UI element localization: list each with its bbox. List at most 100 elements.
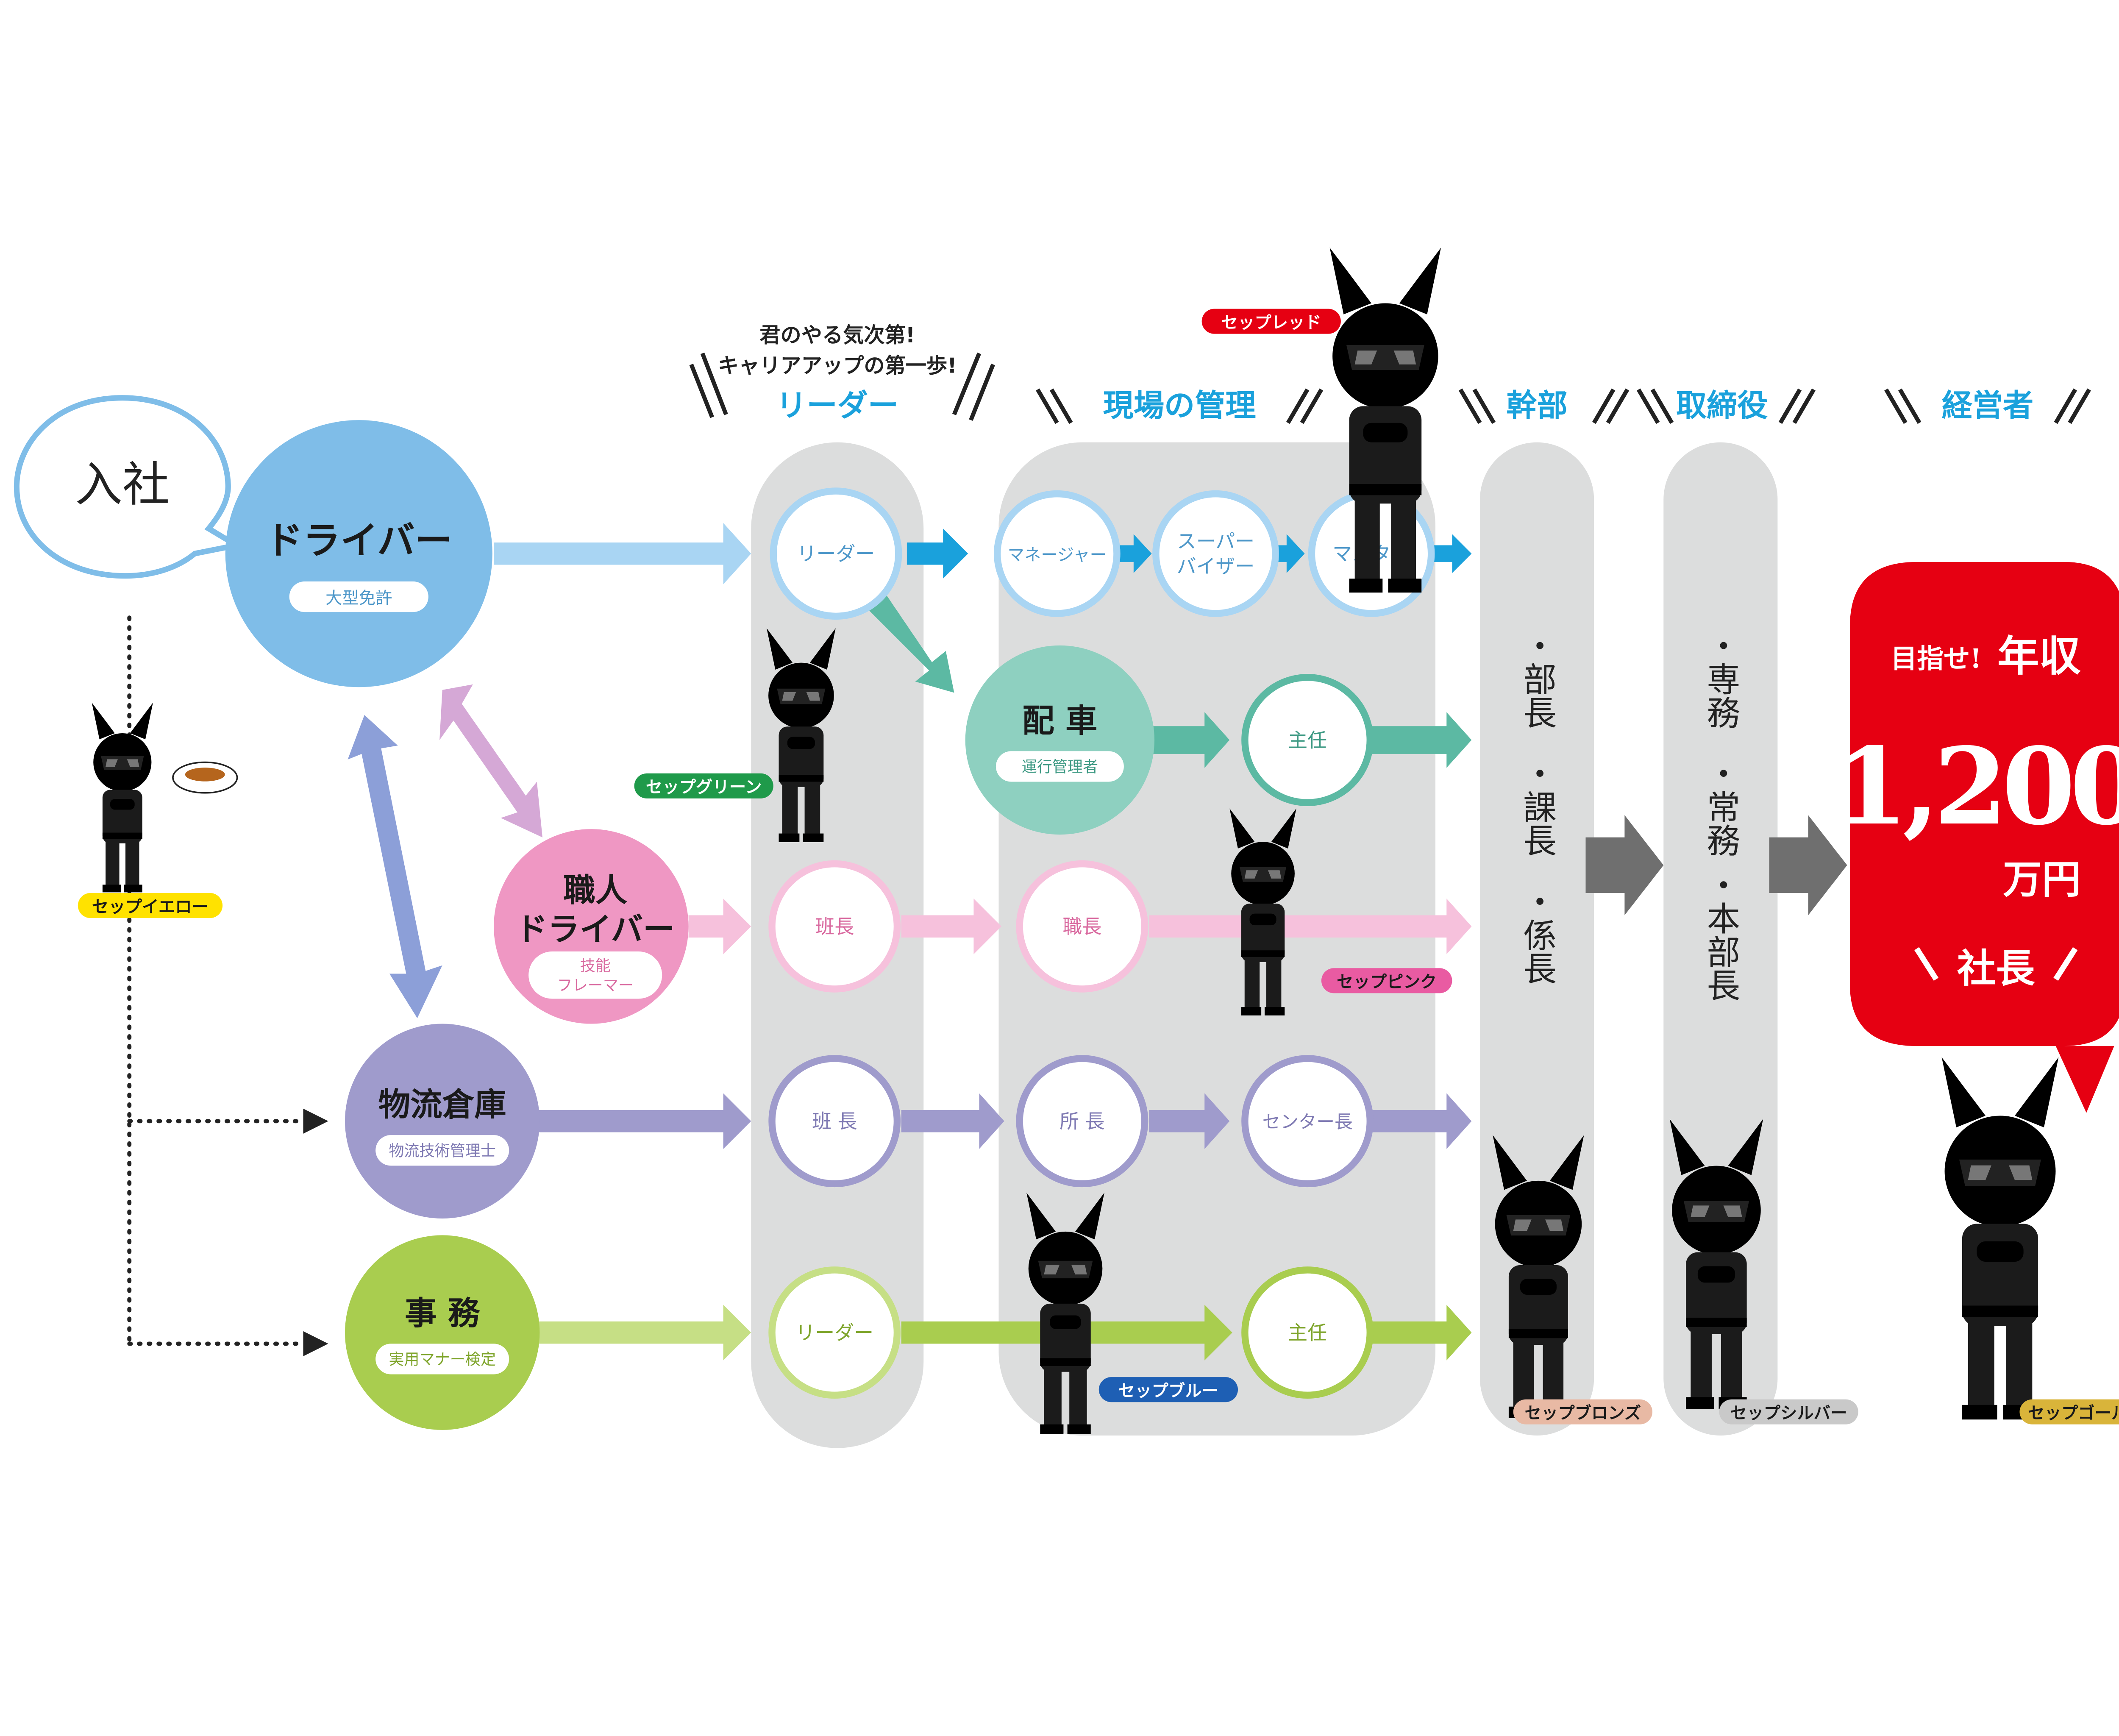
goal-amount: 1,200 [1835,724,2119,849]
arrow-driver-logistics [348,715,442,1018]
craft-title1: 職人 [563,872,627,909]
label-gold: セップゴールド [2019,1399,2119,1424]
stage-heading-leader: リーダー [776,388,898,423]
arrow-logistics-to-hancho [535,1093,751,1149]
label-yellow: セップイエロー [78,893,223,918]
kanbu-list: ・部長 ・課長 ・係長 [1518,629,1557,985]
driver-badge: 大型免許 [325,588,392,608]
kanbu-item-3: ・係長 [1518,885,1557,985]
arrow-hancho-to-shokucho [901,899,1002,954]
dotted-arrow-logistics [303,1108,328,1134]
node-dispatch-chief: 主任 [1288,729,1327,751]
label-blue-text: セップブルー [1118,1381,1218,1401]
arrow-shokucho-to-kanbu [1148,899,1472,954]
node-craft-hancho: 班長 [815,915,854,938]
arrow-craft-to-hancho [688,899,751,954]
stage-heading-keieisha: 経営者 [1942,388,2034,423]
arrow-driver-to-leader [494,523,751,584]
goal-slash-right [2053,947,2078,981]
node-office-chief: 主任 [1288,1321,1327,1344]
logistics-badge: 物流技術管理士 [389,1141,496,1160]
slash-marks-management [1036,388,1324,424]
node-craft-driver: 職人 ドライバー 技能 フレーマー [494,829,689,1024]
arrow-office-to-leader [535,1305,751,1360]
goal-title: 社長 [1957,946,2036,991]
torishimari-item-1: ・専務 [1701,629,1740,729]
arrow-driver-craft [439,684,542,837]
node-dispatch: 配 車 運行管理者 [965,645,1155,835]
dispatch-badge: 運行管理者 [1022,758,1098,776]
arrow-leader-to-dispatch [859,584,954,693]
slash-marks-keieisha [1884,388,2091,424]
dispatch-title: 配 車 [1022,702,1097,739]
kanbu-item-1: ・部長 [1518,629,1557,729]
arrow-hancho-to-shocho [901,1093,1004,1149]
node-office-leader: リーダー [795,1321,873,1344]
goal-lead-big: 年収 [1997,632,2081,681]
stage-heading-torishimari: 取締役 [1676,388,1768,423]
entry-bubble: 入社 [14,395,244,579]
label-gold-text: セップゴールド [2028,1404,2119,1423]
office-title: 事 務 [405,1294,481,1332]
big-arrow-kanbu-to-torishimari [1585,815,1664,915]
kanbu-item-2: ・課長 [1518,757,1557,857]
node-logistics: 物流倉庫 物流技術管理士 [345,1024,540,1219]
entry-label: 入社 [75,457,170,512]
craft-badge1: 技能 [580,957,611,975]
label-silver-text: セップシルバー [1730,1404,1847,1423]
label-bronze: セップブロンズ [1513,1399,1653,1424]
stage-headings: リーダー 現場の管理 幹部 取締役 経営者 [689,352,2091,424]
slash-marks-leader [689,352,995,421]
label-bronze-text: セップブロンズ [1524,1404,1641,1423]
node-log-hancho: 班 長 [812,1110,857,1133]
stage-heading-kanbu: 幹部 [1506,388,1567,423]
entry-dotted-lines [127,615,306,1346]
arrow-master-to-kanbu [1432,534,1472,573]
node-log-center: センター長 [1262,1112,1352,1133]
rung-nodes: リーダー マネージャー スーパー バイザー マスター 主任 班長 職長 班 長 … [768,487,1435,1399]
goal-unit: 万円 [2003,857,2081,902]
label-silver: セップシルバー [1719,1399,1858,1424]
arrow-leader-to-manager [907,529,968,579]
label-red-text: セップレッド [1221,313,1321,333]
label-pink: セップピンク [1321,968,1452,993]
node-office: 事 務 実用マナー検定 [345,1235,540,1430]
catchphrase-line2: キャリアアップの第一歩! [718,353,957,378]
dotted-arrow-office [303,1331,328,1356]
label-red: セップレッド [1201,309,1341,334]
slash-marks-torishimari [1636,388,1816,424]
arrow-center-to-kanbu [1370,1093,1472,1149]
craft-badge2: フレーマー [557,976,633,994]
logistics-title: 物流倉庫 [378,1086,506,1123]
label-pink-text: セップピンク [1337,972,1437,992]
arrow-dispatch-to-chief [1148,712,1230,768]
goal-slash-left [1914,947,1939,981]
arrow-chief-to-kanbu-office [1370,1305,1472,1360]
label-green-text: セップグリーン [646,778,762,797]
node-log-shocho: 所 長 [1060,1110,1104,1133]
label-yellow-text: セップイエロー [92,897,209,917]
arrow-manager-to-super [1112,534,1152,573]
node-supervisor1: スーパー [1177,530,1254,553]
arrow-shocho-to-center [1148,1093,1230,1149]
node-driver: ドライバー 大型免許 [225,420,492,687]
node-craft-shokucho: 職長 [1062,915,1101,938]
goal-lead-small: 目指せ! [1891,643,1981,674]
arrow-chief-to-kanbu [1370,712,1472,768]
character-yellow: #cy .suit{fill:#ffe200} #cy .ear{fill:#f… [92,702,238,893]
node-manager: マネージャー [1008,545,1107,565]
stage-heading-management: 現場の管理 [1103,388,1256,423]
torishimari-item-2: ・常務 [1701,757,1740,857]
office-badge: 実用マナー検定 [389,1350,496,1369]
node-driver-leader: リーダー [797,542,875,565]
torishimari-item-3: ・本部長 [1701,868,1740,1002]
torishimari-list: ・専務 ・常務 ・本部長 [1701,629,1740,1002]
craft-title2: ドライバー [516,911,675,948]
goal-bubble: 目指せ! 年収 1,200 万円 社長 [1835,562,2119,1113]
transfer-arrows [348,684,542,1018]
label-green: セップグリーン [634,773,773,798]
catchphrase-line1: 君のやる気次第! [759,323,915,347]
label-blue: セップブルー [1098,1377,1238,1402]
